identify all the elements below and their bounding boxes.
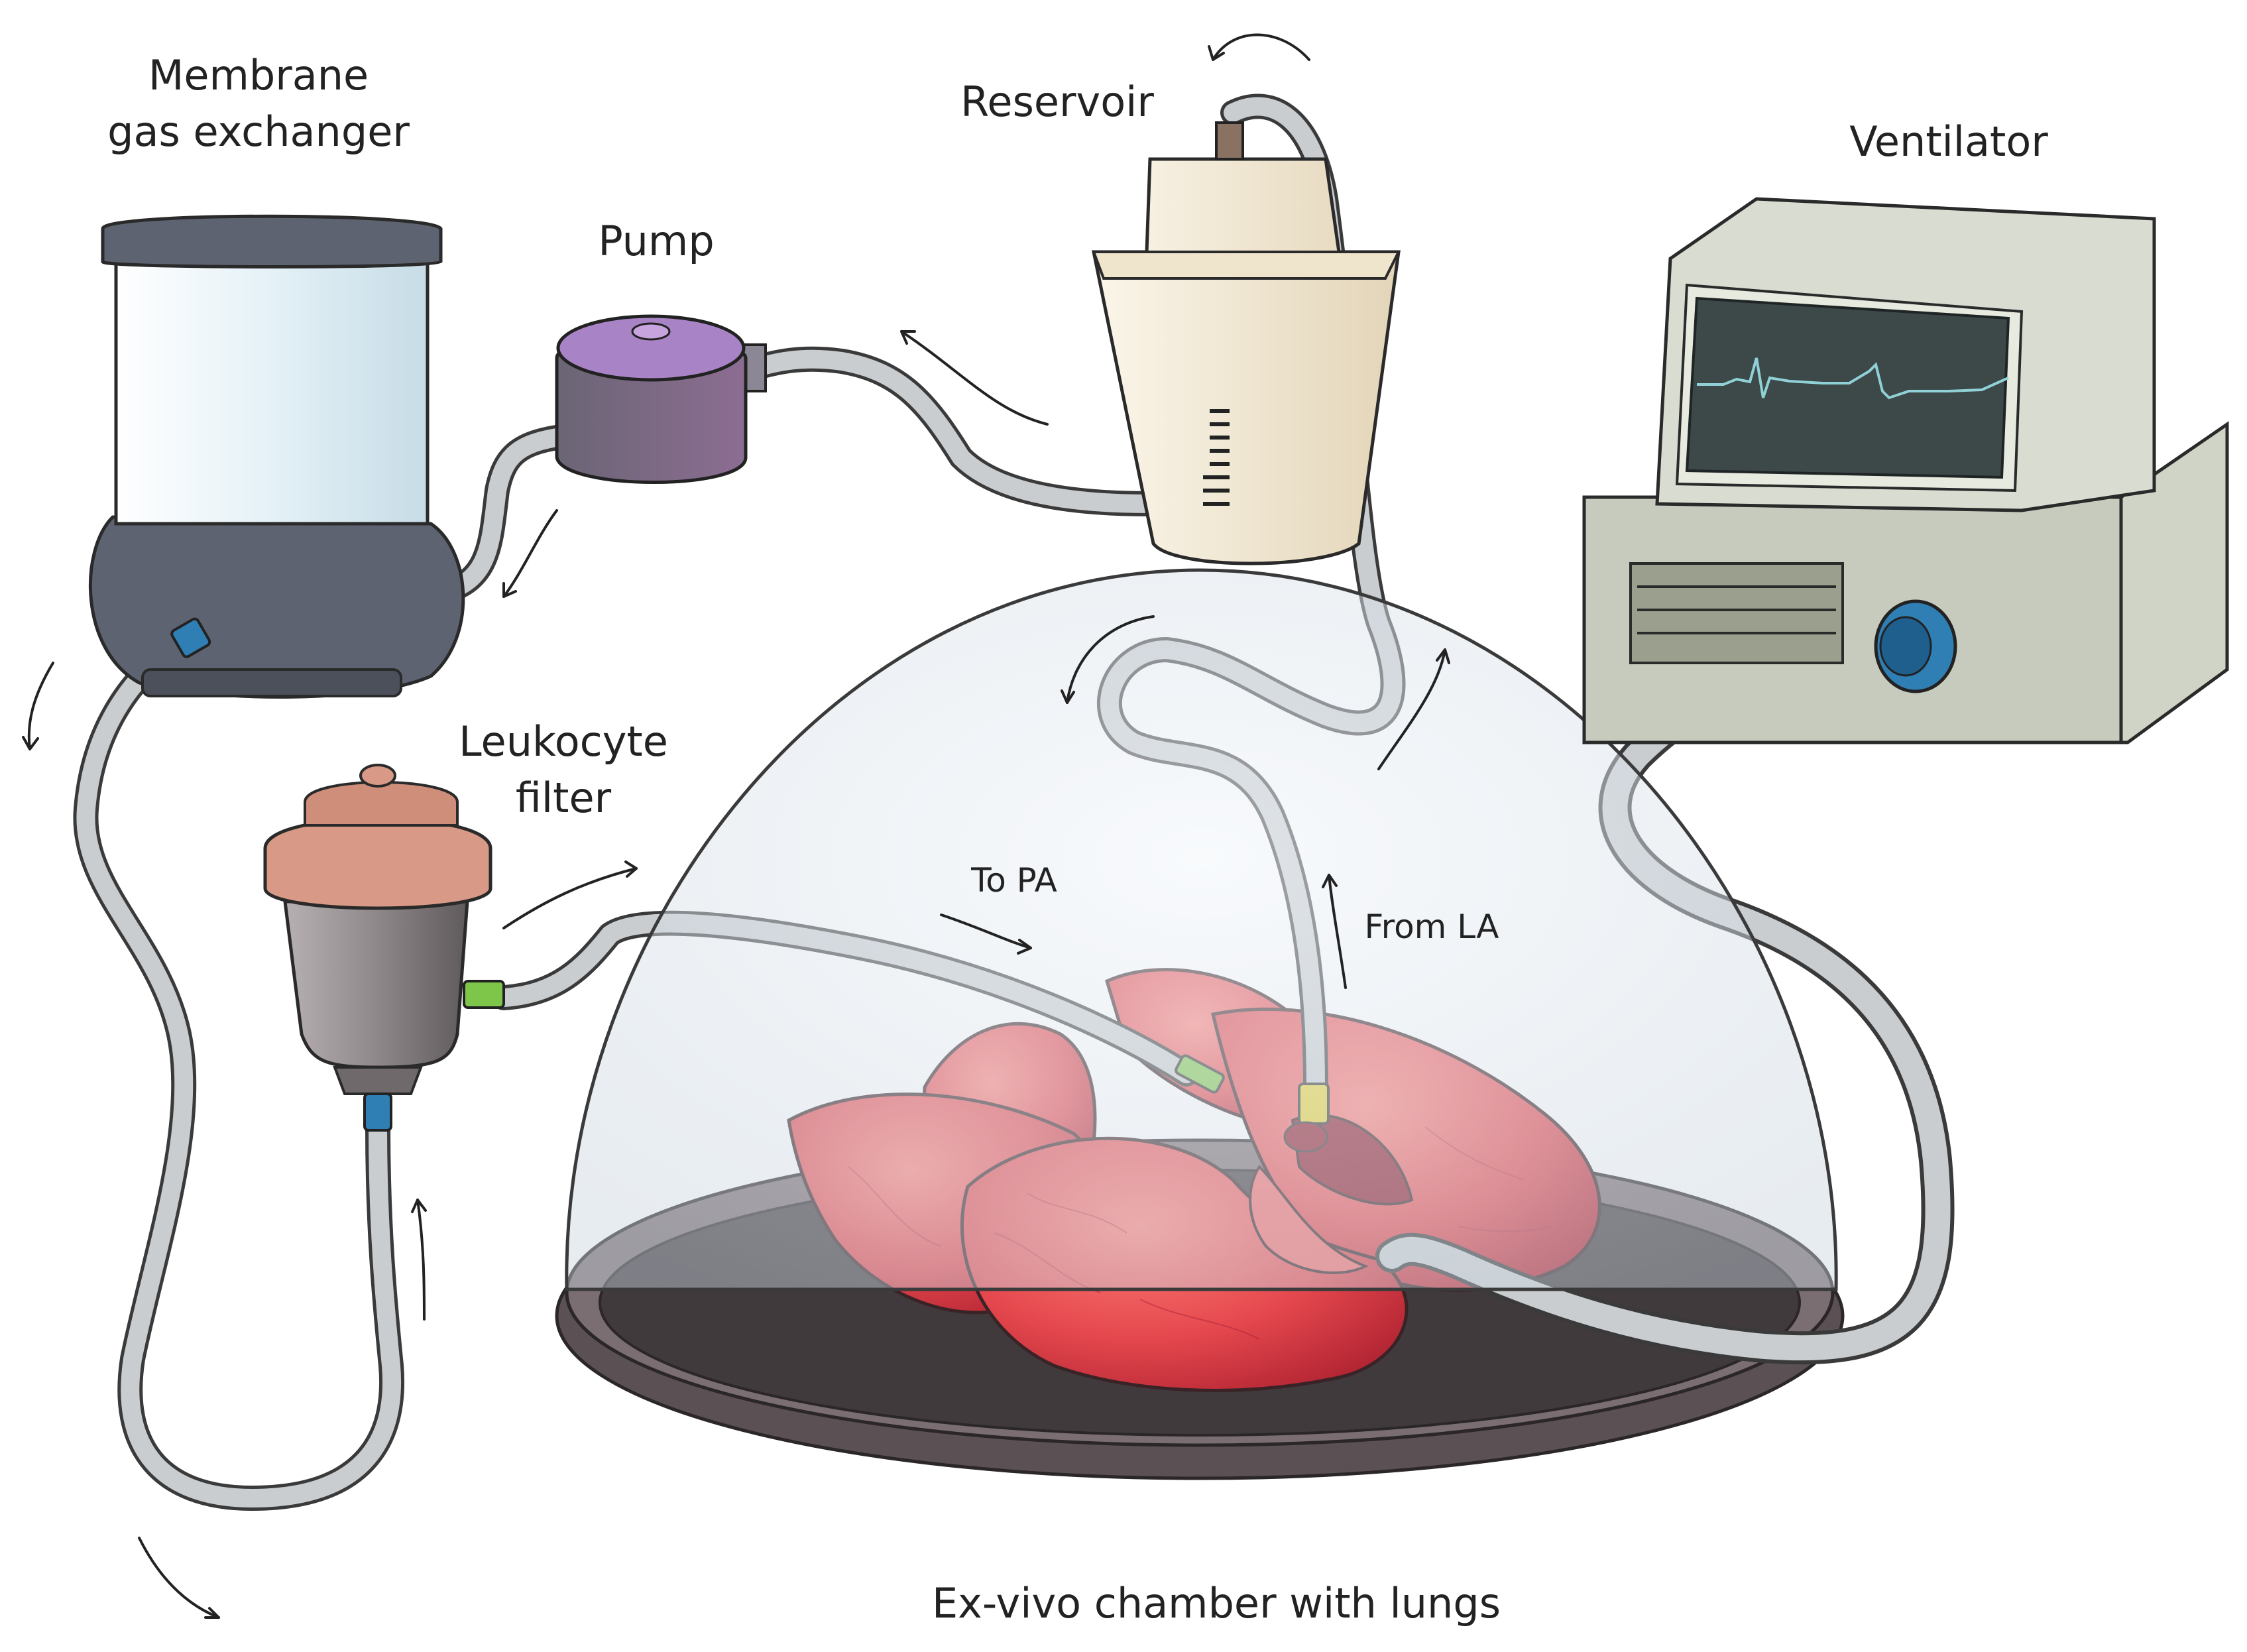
label-ventilator: Ventilator [1849,117,2048,166]
label-from-la: From LA [1365,908,1499,946]
label-to-pa: To PA [970,861,1057,900]
label-pump: Pump [598,217,714,265]
label-leukocyte-line1: Leukocyte [459,717,668,766]
ventilator [1582,197,2229,744]
reservoir [1091,121,1401,565]
pump [555,314,767,484]
leukocyte-filter [263,764,505,1132]
label-chamber: Ex-vivo chamber with lungs [932,1579,1501,1627]
membrane-gas-exchanger [88,214,465,699]
flow-arrows [22,33,1450,1619]
glass-dome [565,568,1838,1291]
label-leukocyte-line2: filter [516,774,612,822]
label-reservoir: Reservoir [960,78,1154,126]
label-gas-exchanger-line1: Membrane [148,51,369,99]
label-gas-exchanger-line2: gas exchanger [107,107,410,156]
labels: Membrane gas exchanger Pump Reservoir Ve… [107,51,2048,1627]
